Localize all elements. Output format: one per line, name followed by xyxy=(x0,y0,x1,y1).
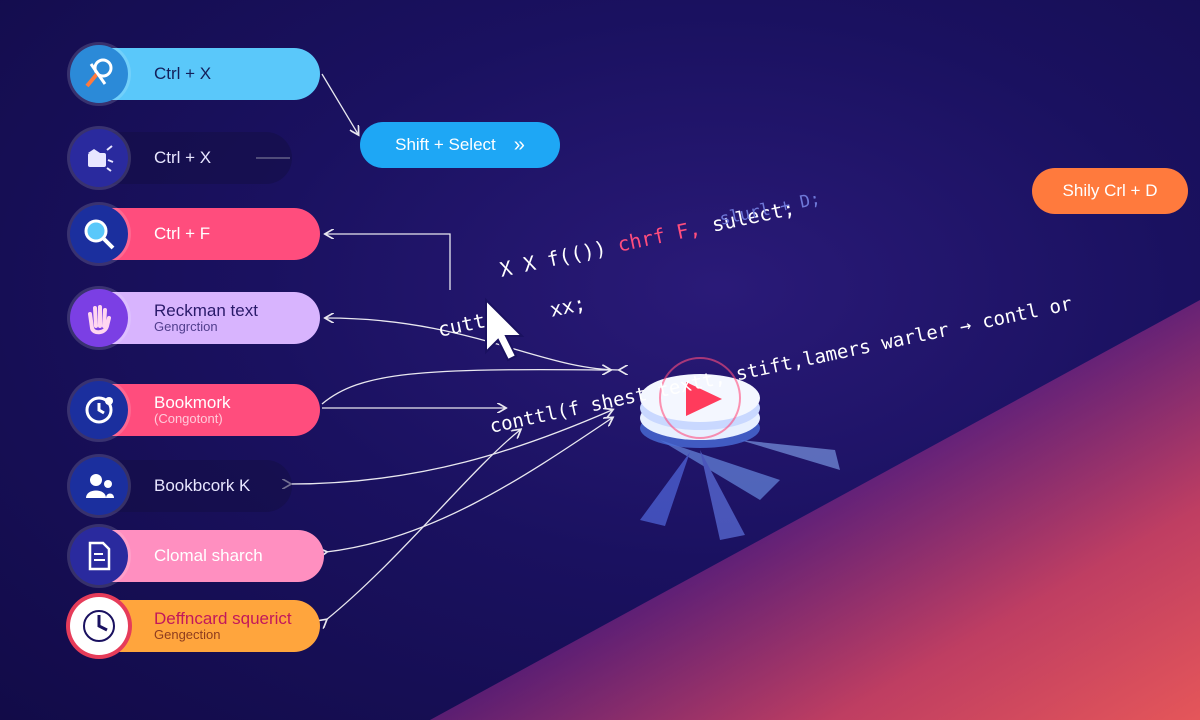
cursor-icon xyxy=(485,297,525,362)
shortcut-label: Ctrl + X xyxy=(154,148,212,168)
shortcut-deffncard-squerict[interactable]: Deffncard squerict Gengection xyxy=(70,597,320,655)
line-to-ctrlf xyxy=(326,234,451,290)
play-button xyxy=(640,357,760,448)
shortcut-label: Reckman text xyxy=(154,300,258,320)
double-chevron-right-icon: » xyxy=(513,133,525,156)
folder-cut-icon xyxy=(70,129,128,187)
play-triangle-icon xyxy=(686,382,722,416)
shortcut-sublabel: (Congotont) xyxy=(154,411,223,427)
shortcut-ctrl-f[interactable]: Ctrl + F xyxy=(70,205,320,263)
line-ctrlx-to-shift xyxy=(321,73,358,134)
shily-ctrl-d-button[interactable]: Shily Crl + D xyxy=(1032,168,1188,214)
document-icon xyxy=(70,527,128,585)
clock-icon xyxy=(70,597,128,655)
shily-ctrl-d-label: Shily Crl + D xyxy=(1062,181,1158,200)
shift-select-button[interactable]: Shift + Select » xyxy=(360,122,560,168)
shortcut-sublabel: Gengrction xyxy=(154,319,218,335)
shortcut-reckman-text[interactable]: Reckman text Gengrction xyxy=(70,289,320,347)
shortcut-bookbcork-k[interactable]: Bookbcork K xyxy=(70,457,292,515)
shortcut-clomal-sharch[interactable]: Clomal sharch xyxy=(70,527,324,585)
shift-select-label: Shift + Select xyxy=(395,135,496,154)
line-reckman xyxy=(326,318,620,370)
scissors-magnifier-icon xyxy=(70,45,128,103)
shortcut-ctrl-x-2[interactable]: Ctrl + X xyxy=(70,129,292,187)
line-deffncard xyxy=(326,430,520,620)
light-beams xyxy=(640,440,840,540)
shortcut-bookmork[interactable]: Bookmork (Congotont) xyxy=(70,381,320,439)
shortcut-ctrl-x[interactable]: Ctrl + X xyxy=(70,45,320,103)
users-icon xyxy=(70,457,128,515)
shortcut-label: Deffncard squerict xyxy=(154,608,292,628)
bookmark-clock-icon xyxy=(70,381,128,439)
hand-icon xyxy=(70,289,128,347)
shortcut-sublabel: Gengection xyxy=(154,627,221,643)
line-bookmork xyxy=(321,370,610,405)
line-clomal xyxy=(326,418,612,552)
shortcut-label: Ctrl + F xyxy=(154,224,211,244)
shortcut-label: Clomal sharch xyxy=(154,546,263,566)
shortcut-label: Bookbcork K xyxy=(154,476,251,496)
magnifier-icon xyxy=(70,205,128,263)
shortcut-label: Ctrl + X xyxy=(154,64,212,84)
shortcut-label: Bookmork xyxy=(154,392,231,412)
